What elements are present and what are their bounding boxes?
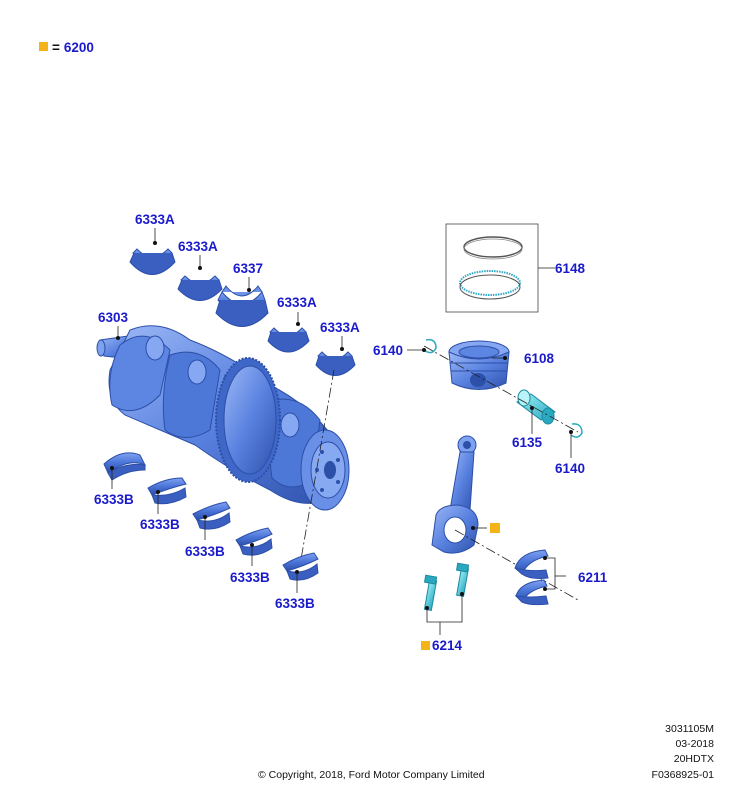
rod-bolt-1 bbox=[423, 574, 438, 612]
bearing-shell-6333A-1 bbox=[129, 248, 176, 275]
label-6333B-4: 6333B bbox=[230, 570, 270, 585]
meta-model: 20HDTX bbox=[673, 753, 714, 765]
label-6140-1: 6140 bbox=[373, 343, 403, 358]
meta-date: 03-2018 bbox=[675, 738, 714, 750]
pin-centerline bbox=[423, 345, 579, 433]
bearing-shell-6333B-1 bbox=[103, 452, 147, 481]
meta-code: 3031105M bbox=[665, 723, 714, 735]
legend-code: 6200 bbox=[63, 40, 94, 55]
copyright-notice: © Copyright, 2018, Ford Motor Company Li… bbox=[258, 769, 485, 781]
label-6333A-3: 6333A bbox=[277, 295, 317, 310]
bearing-shell-6333B-2 bbox=[147, 477, 187, 505]
label-6148: 6148 bbox=[555, 261, 586, 276]
label-6108: 6108 bbox=[524, 351, 555, 366]
marker-6200-bolts bbox=[421, 641, 430, 650]
bearing-shell-6333A-4 bbox=[315, 351, 356, 376]
label-6140-2: 6140 bbox=[555, 461, 585, 476]
snap-ring-6140-2 bbox=[570, 423, 583, 438]
crank-centerline bbox=[299, 369, 335, 566]
label-6135: 6135 bbox=[512, 435, 543, 450]
bearing-shell-6333B-3 bbox=[192, 501, 231, 530]
meta-figure-id: F0368925-01 bbox=[651, 769, 714, 781]
label-6303: 6303 bbox=[98, 310, 129, 325]
crankshaft-6303 bbox=[96, 325, 350, 511]
rod-bearing-lower-6211 bbox=[514, 579, 549, 606]
snap-ring-6140-1 bbox=[423, 338, 437, 354]
label-6337: 6337 bbox=[233, 261, 263, 276]
bearing-shell-6333A-2 bbox=[177, 275, 223, 301]
rod-centerline bbox=[454, 529, 579, 601]
piston-pin-6135 bbox=[516, 389, 556, 425]
bearing-shell-6333A-3 bbox=[267, 327, 310, 353]
label-6214: 6214 bbox=[432, 638, 463, 653]
bearing-shell-6333B-5 bbox=[282, 552, 319, 581]
label-6333B-2: 6333B bbox=[140, 517, 180, 532]
label-6333A-2: 6333A bbox=[178, 239, 218, 254]
label-6333B-1: 6333B bbox=[94, 492, 134, 507]
label-6333A-4: 6333A bbox=[320, 320, 360, 335]
rod-bolt-2 bbox=[455, 562, 470, 598]
piston-6108 bbox=[448, 340, 510, 390]
legend-marker-icon bbox=[39, 42, 48, 51]
rod-bearing-upper-6211 bbox=[514, 549, 549, 579]
marker-6200-rod bbox=[490, 523, 500, 533]
label-6333A-1: 6333A bbox=[135, 212, 175, 227]
label-6211: 6211 bbox=[578, 570, 608, 585]
label-6333B-3: 6333B bbox=[185, 544, 225, 559]
bearing-shell-6333B-4 bbox=[235, 527, 273, 556]
legend-equals: = bbox=[52, 40, 60, 55]
legend: =6200 bbox=[39, 40, 94, 55]
leader-dots bbox=[110, 241, 573, 610]
piston-rings-6148 bbox=[459, 236, 523, 300]
leader-lines bbox=[111, 228, 572, 635]
label-6333B-5: 6333B bbox=[275, 596, 315, 611]
thrust-bearing-6337 bbox=[215, 285, 269, 327]
connecting-rod bbox=[431, 435, 479, 554]
